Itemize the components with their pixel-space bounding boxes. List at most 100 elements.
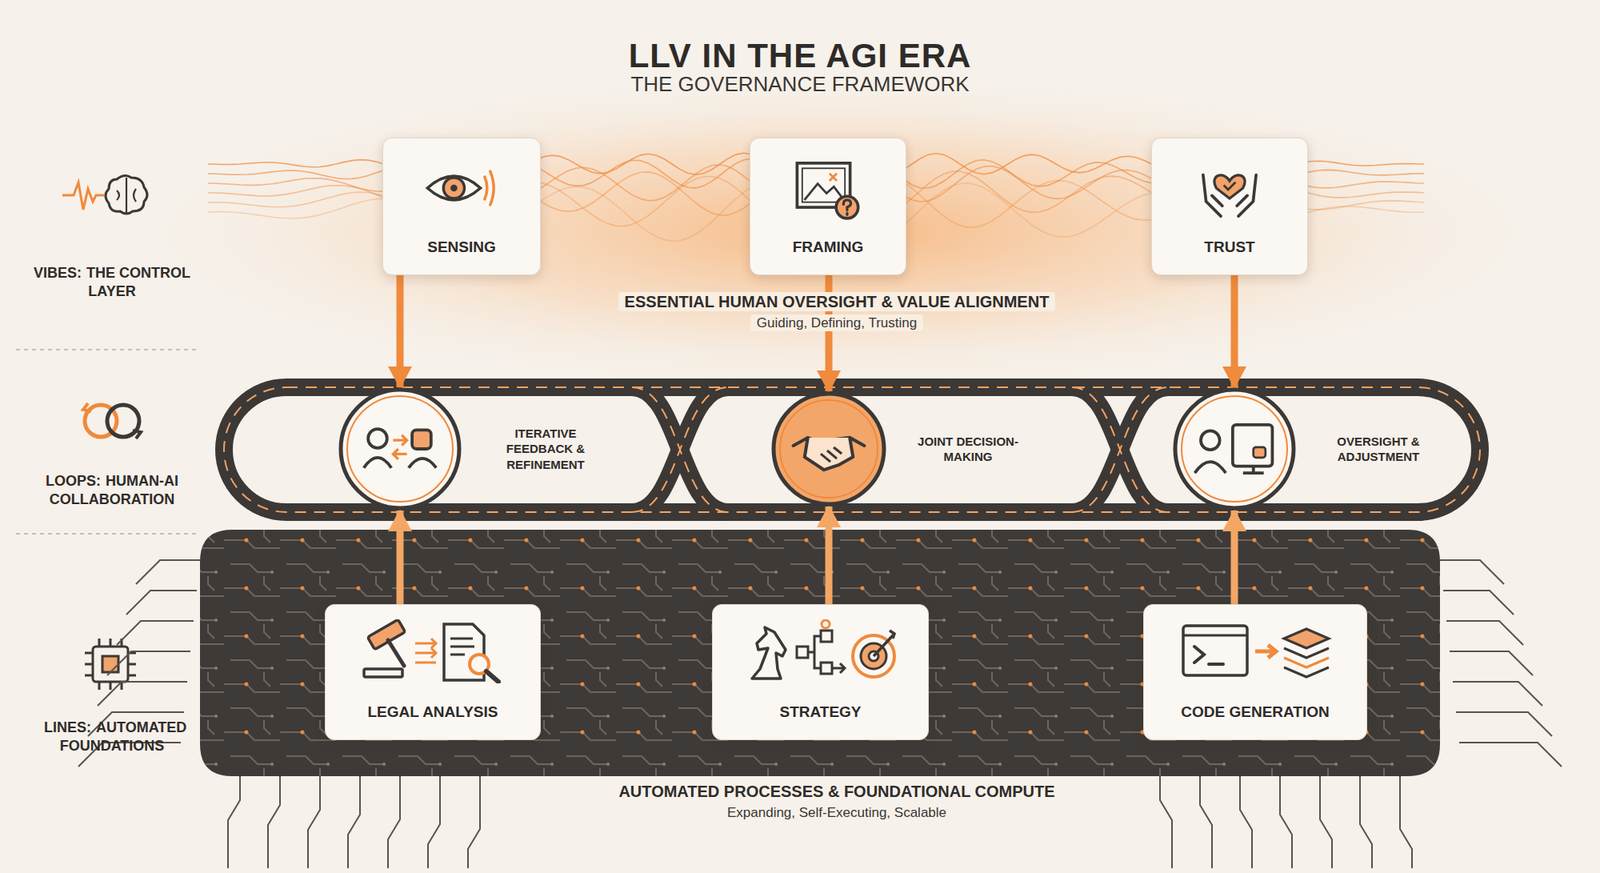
loop-node: ITERATIVE FEEDBACK & REFINEMENT (338, 387, 606, 511)
trace-line (107, 651, 191, 676)
card-icon (791, 152, 865, 227)
text-label: Guiding, Defining, Trusting (750, 314, 924, 332)
trace-line (97, 681, 188, 706)
trace-line (116, 620, 194, 645)
trace-line (1400, 776, 1412, 868)
label-box: AUTOMATED PROCESSES & FOUNDATIONAL COMPU… (516, 782, 1157, 801)
loop-text: ITERATIVE FEEDBACK & REFINEMENT (485, 425, 606, 473)
text-label: THE GOVERNANCE FRAMEWORK (630, 72, 969, 96)
left-dividers (16, 349, 200, 534)
trace-line (228, 776, 240, 868)
process-card: CODE GENERATION (1143, 604, 1368, 740)
label-box: Guiding, Defining, Trusting (676, 315, 997, 332)
trace-line (1446, 620, 1524, 645)
icon-use (364, 619, 499, 682)
trace-line (1440, 560, 1504, 584)
card-icon (1175, 619, 1336, 684)
trace-line (136, 560, 200, 584)
icon-use (796, 163, 858, 219)
process-card: LEGAL ANALYSIS (324, 604, 541, 740)
layer-name: LINES: (44, 719, 92, 736)
process-card: TRUST (1151, 137, 1308, 276)
outer-traces (78, 560, 1562, 868)
text-label: AUTOMATED PROCESSES & FOUNDATIONAL COMPU… (618, 782, 1055, 800)
card-text: FRAMING (792, 238, 864, 257)
title-box: LLV IN THE AGI ERA (0, 36, 1600, 76)
text-label: Expanding, Self-Executing, Scalable (727, 804, 947, 820)
loop-track (224, 387, 1480, 512)
loop-circle (338, 387, 462, 511)
trace-line (1240, 776, 1252, 868)
label-box: THE GOVERNANCE FRAMEWORK (0, 72, 1600, 97)
connector-arrow (396, 510, 404, 604)
card-text: CODE GENERATION (1180, 703, 1329, 722)
trace-line (1360, 776, 1372, 868)
circle-ring (773, 393, 884, 504)
card-text: STRATEGY (779, 703, 861, 722)
circle-inner-ring (347, 396, 453, 502)
trace-line (348, 776, 360, 868)
circle-ring (340, 389, 460, 508)
trace-line (1456, 712, 1552, 736)
icon-use (1194, 424, 1272, 473)
connector-arrow (396, 275, 404, 388)
circuit-band (200, 529, 1440, 776)
vibes-icon (62, 175, 148, 214)
circle-inner-ring (1181, 396, 1288, 502)
card-text: LEGAL ANALYSIS (368, 703, 499, 722)
connector-arrow (1231, 510, 1239, 604)
trace-line (468, 776, 480, 868)
loops-icon (83, 403, 141, 439)
icon-use (1203, 175, 1256, 217)
card-icon (740, 619, 901, 684)
layer-label: LOOPS:HUMAN-AI COLLABORATION (24, 472, 200, 510)
circuit-traces (200, 529, 1440, 776)
circle-inner-ring (780, 400, 878, 498)
trace-line (1200, 776, 1212, 868)
process-card: FRAMING (749, 137, 907, 276)
loop-node: JOINT DECISION-MAKING (771, 391, 1032, 507)
loop-node: OVERSIGHT & ADJUSTMENT (1172, 387, 1439, 511)
layer-name: LOOPS: (45, 472, 101, 489)
trace-line (1452, 681, 1543, 706)
loop-text: JOINT DECISION-MAKING (904, 433, 1032, 465)
loop-text: OVERSIGHT & ADJUSTMENT (1318, 433, 1439, 465)
trace-line (1443, 590, 1514, 615)
icon-use (793, 437, 865, 470)
trace-line (268, 776, 280, 868)
loop-circle (1172, 387, 1296, 511)
circle-ring (1175, 389, 1294, 508)
card-text: SENSING (427, 238, 496, 257)
icon-use (427, 171, 494, 205)
layer-label: VIBES:THE CONTROL LAYER (32, 264, 192, 302)
layer-label: LINES:AUTOMATED FOUNDATIONS (44, 718, 180, 756)
trace-line (126, 590, 197, 615)
process-card: SENSING (382, 137, 541, 276)
trace-line (388, 776, 400, 868)
connector-arrow (1231, 275, 1239, 388)
label-box: Expanding, Self-Executing, Scalable (676, 804, 997, 821)
layer-subtitle: THE CONTROL LAYER (86, 264, 191, 300)
card-icon (423, 152, 500, 224)
icon-use (1183, 625, 1329, 677)
label-box: ESSENTIAL HUMAN OVERSIGHT & VALUE ALIGNM… (516, 292, 1157, 312)
trace-line (428, 776, 440, 868)
card-icon (1192, 152, 1267, 227)
icon-use (364, 428, 437, 468)
diagram-title: LLV IN THE AGI ERA (628, 36, 972, 75)
trace-line (1459, 742, 1562, 767)
trace-line (308, 776, 320, 868)
card-icon (352, 619, 513, 684)
top-glow (120, 72, 1560, 392)
icon-use (752, 620, 895, 679)
process-card: STRATEGY (712, 604, 929, 740)
trace-line (1160, 776, 1172, 868)
card-text: TRUST (1204, 238, 1255, 257)
trace-line (1280, 776, 1292, 868)
trace-line (1320, 776, 1332, 868)
trace-line (1449, 651, 1533, 676)
layer-name: VIBES: (33, 264, 82, 281)
connector-arrow (825, 506, 833, 604)
text-label: ESSENTIAL HUMAN OVERSIGHT & VALUE ALIGNM… (618, 292, 1056, 312)
